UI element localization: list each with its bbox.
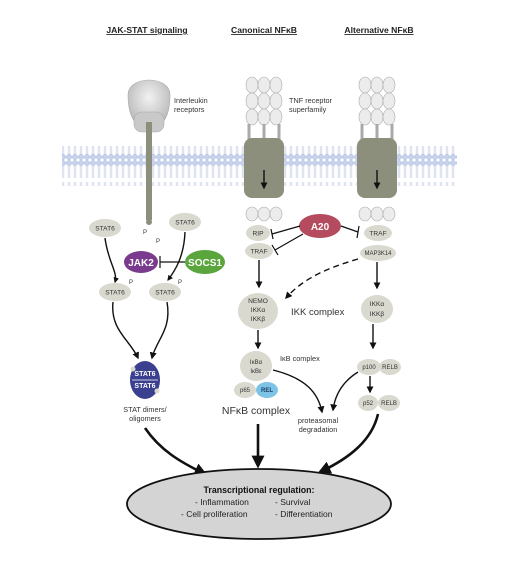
differentiation-label: - Differentiation — [275, 509, 333, 519]
svg-text:TRAF: TRAF — [369, 231, 386, 238]
arrow-jakstat-to-transcription — [143, 427, 208, 476]
svg-text:IKKβ: IKKβ — [251, 316, 266, 323]
traf-canonical-node: TRAF — [245, 243, 273, 259]
map3k14-node: MAP3K14 — [360, 245, 396, 261]
svg-text:TRAF: TRAF — [250, 249, 267, 256]
ikk-complex-label: IKK complex — [291, 307, 345, 318]
svg-text:STAT6: STAT6 — [105, 290, 125, 297]
stat6-right-phos: STAT6 — [149, 283, 181, 301]
ikb-complex-node: IκBα IκBε — [240, 351, 272, 381]
arrow-alternative-to-transcription — [317, 413, 380, 474]
a20-inhibits-traf — [271, 233, 304, 256]
p65-node: p65 — [234, 382, 256, 398]
svg-text:A20: A20 — [311, 222, 330, 233]
traf-alternative-node: TRAF — [364, 225, 392, 241]
arrow-p100-to-degradation — [330, 371, 359, 412]
svg-text:MAP3K14: MAP3K14 — [364, 251, 392, 257]
header-canonical-nfkb: Canonical NFκB — [231, 25, 297, 35]
proteasomal-label-line1: proteasomal — [298, 416, 339, 425]
stat6-left-top: STAT6 — [89, 219, 121, 237]
svg-text:SOCS1: SOCS1 — [188, 258, 222, 269]
socs1-inhibits-jak2 — [159, 256, 185, 268]
arrow-map3k14-to-ikk — [285, 258, 359, 300]
arrow-stat6-left-phos — [104, 237, 119, 284]
phospho-label-2: P — [156, 239, 160, 245]
arrow-stat6-right-phos — [167, 231, 186, 281]
interleukin-label-line1: Interleukin — [174, 96, 208, 105]
cell-proliferation-label: - Cell proliferation — [181, 509, 248, 519]
header-alternative-nfkb: Alternative NFκB — [344, 25, 413, 35]
svg-text:NEMO: NEMO — [248, 298, 268, 305]
jak2-node: JAK2 — [124, 251, 158, 273]
p52-node: p52 — [358, 395, 378, 411]
svg-text:STAT6: STAT6 — [155, 290, 175, 297]
svg-text:RIP: RIP — [253, 231, 265, 238]
stat-dimer-label-line2: oligomers — [129, 414, 161, 423]
rel-node: REL — [256, 382, 278, 398]
stat6-right-top: STAT6 — [169, 213, 201, 231]
interleukin-label-line2: receptors — [174, 105, 205, 114]
svg-text:IKKα: IKKα — [370, 301, 385, 308]
p100-node: p100 — [357, 359, 381, 375]
svg-text:STAT6: STAT6 — [175, 220, 195, 227]
phospho-label-1: P — [143, 230, 147, 236]
stat6-left-phos: STAT6 — [99, 283, 131, 301]
inflammation-label: - Inflammation — [195, 497, 249, 507]
svg-text:IKKα: IKKα — [251, 307, 266, 314]
socs1-node: SOCS1 — [185, 250, 225, 274]
transcription-title: Transcriptional regulation: — [204, 485, 315, 495]
a20-inhibits-traf-alt — [340, 225, 360, 239]
tnf-receptor-canonical — [244, 76, 284, 222]
interleukin-receptor — [127, 79, 171, 225]
svg-text:p52: p52 — [363, 401, 374, 407]
relb-node-1: RELB — [379, 359, 401, 375]
arrow-stat6-dimer-right — [149, 301, 169, 360]
ikb-complex-label: IκB complex — [280, 354, 320, 363]
phospho-label-4: P — [178, 280, 182, 286]
stat-dimer-label-line1: STAT dimers/ — [123, 405, 167, 414]
ikk-complex-canonical: NEMO IKKα IKKβ — [238, 293, 278, 329]
transcription-oval — [126, 468, 392, 540]
tnf-label-line2: superfamily — [289, 105, 327, 114]
nfkb-complex-label: NFκB complex — [222, 405, 291, 417]
svg-text:IKKβ: IKKβ — [370, 311, 385, 318]
survival-label: - Survival — [275, 497, 311, 507]
rip-node: RIP — [246, 225, 270, 241]
svg-text:IκBα: IκBα — [250, 360, 263, 366]
tnf-label-line1: TNF receptor — [289, 96, 333, 105]
svg-text:RELB: RELB — [381, 401, 397, 407]
relb-node-2: RELB — [378, 395, 400, 411]
svg-text:p100: p100 — [362, 365, 376, 371]
a20-node: A20 — [299, 214, 341, 238]
tnf-receptor-alternative — [357, 76, 397, 222]
stat6-dimer: STAT6 STAT6 — [130, 361, 160, 399]
arrow-stat6-dimer-left — [112, 301, 139, 360]
svg-text:REL: REL — [261, 388, 273, 394]
header-jak-stat: JAK-STAT signaling — [106, 25, 187, 35]
proteasomal-label-line2: degradation — [299, 425, 338, 434]
arrow-ikb-to-degradation — [272, 369, 325, 414]
svg-text:STAT6: STAT6 — [95, 226, 115, 233]
svg-text:RELB: RELB — [382, 365, 398, 371]
svg-text:p65: p65 — [240, 388, 251, 394]
a20-inhibits-rip — [270, 225, 301, 240]
ikk-alternative-node: IKKα IKKβ — [361, 295, 393, 323]
svg-text:STAT6: STAT6 — [134, 383, 155, 390]
svg-text:IκBε: IκBε — [250, 369, 262, 375]
svg-text:JAK2: JAK2 — [128, 258, 154, 269]
phospho-label-3: P — [129, 280, 133, 286]
svg-text:STAT6: STAT6 — [134, 371, 155, 378]
